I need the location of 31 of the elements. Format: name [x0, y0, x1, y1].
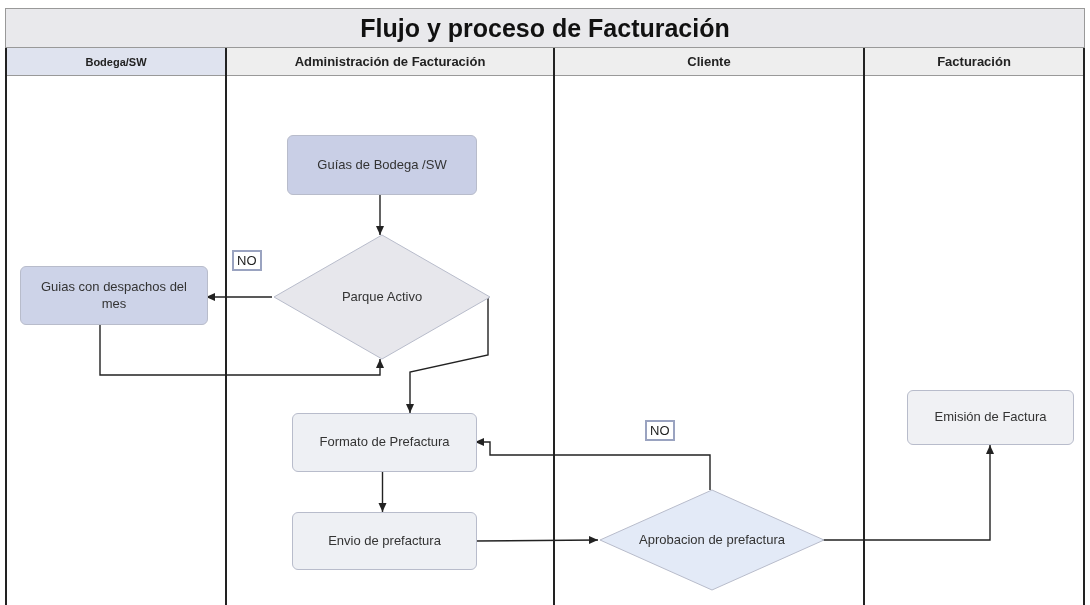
edge-label: NO [645, 420, 675, 441]
arrow [378, 471, 387, 513]
process-box [292, 512, 477, 570]
swimlane [863, 48, 1085, 605]
node-text: Aprobacion de prefactura [639, 531, 785, 549]
node-text: Formato de Prefactura [319, 434, 450, 451]
process-box [20, 266, 208, 325]
lane-header: Bodega/SW [7, 48, 225, 76]
decision-diamond [600, 490, 824, 590]
node-text: Emisión de Factura [934, 409, 1047, 426]
node-text: Guias con despachos del mes [40, 278, 188, 313]
arrow [821, 444, 994, 541]
arrow [406, 296, 489, 414]
arrow [474, 438, 711, 491]
process-box [292, 413, 477, 472]
process-box [907, 390, 1074, 445]
lane-header: Facturación [865, 48, 1083, 76]
process-box [287, 135, 477, 195]
diagram-title: Flujo y proceso de Facturación [5, 8, 1085, 48]
decision-diamond [274, 235, 490, 359]
node-text: Guías de Bodega /SW [317, 156, 447, 174]
lane-header: Cliente [555, 48, 863, 76]
arrow [205, 293, 273, 301]
arrow [99, 324, 384, 376]
arrow [376, 194, 384, 236]
swimlane [5, 48, 227, 605]
node-text: Parque Activo [341, 288, 423, 306]
lane-header: Administración de Facturación [227, 48, 553, 76]
arrow [474, 536, 599, 545]
node-text: Envio de prefactura [328, 532, 441, 550]
edge-label: NO [232, 250, 262, 271]
